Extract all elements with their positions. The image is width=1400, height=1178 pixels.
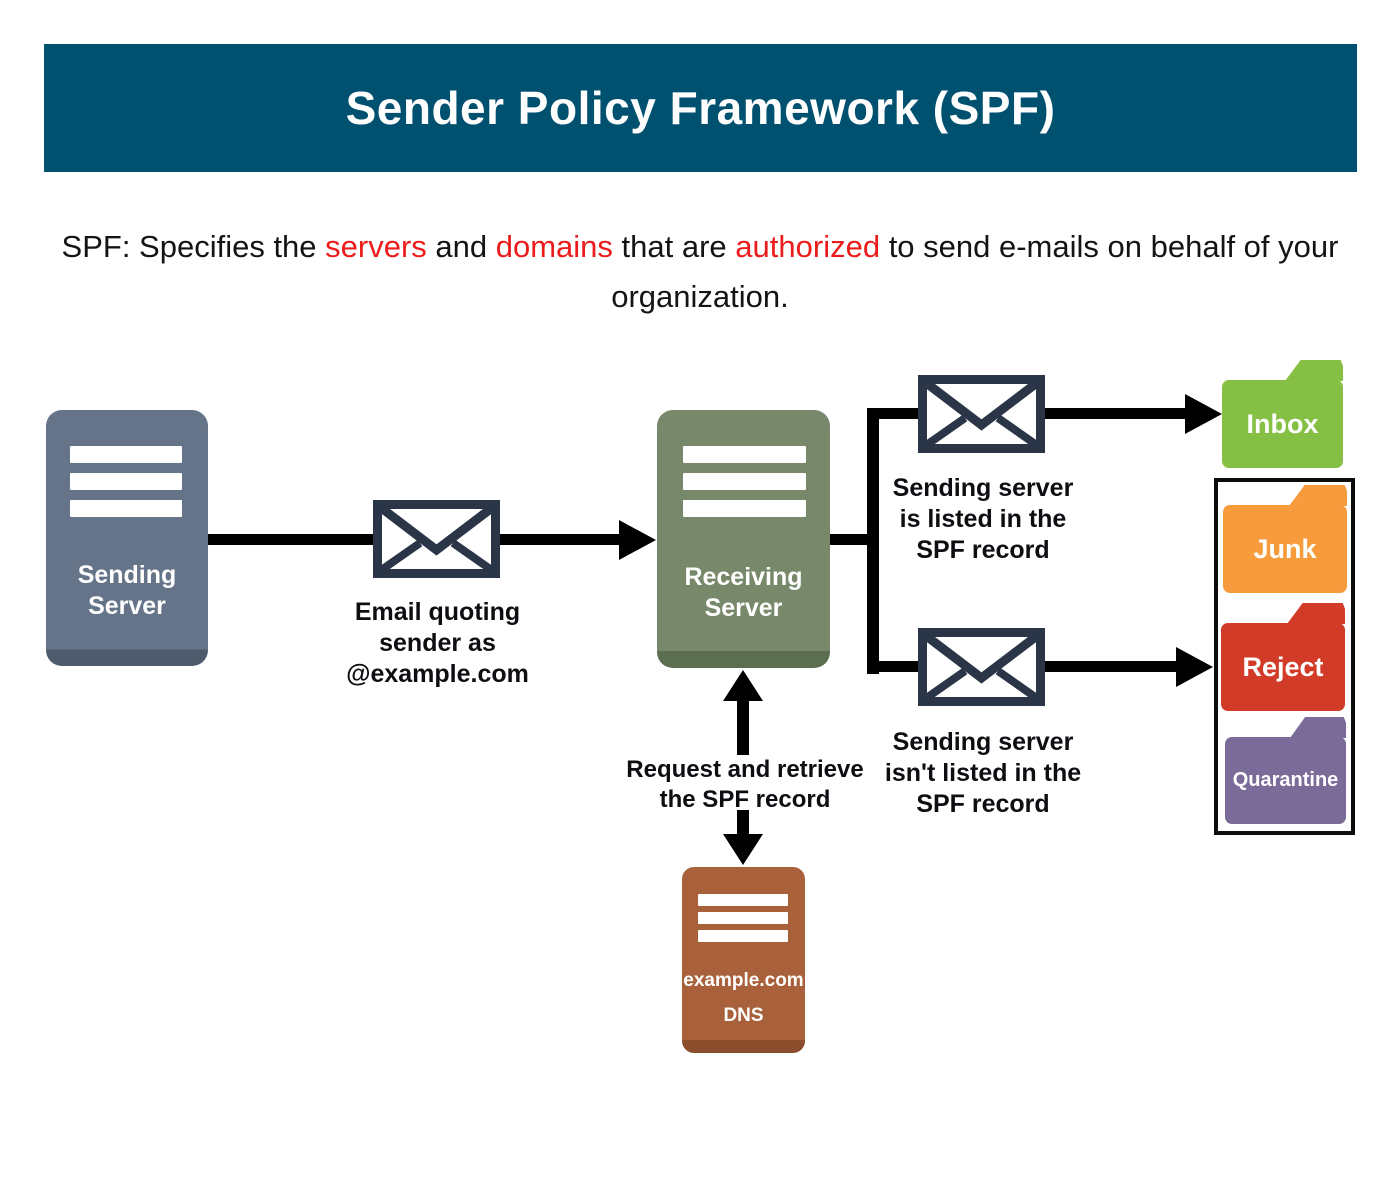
envelope-icon: [918, 628, 1045, 706]
request-spf-note: Request and retrieve the SPF record: [626, 756, 864, 813]
arrowhead-to-reject: [1176, 647, 1213, 687]
spf-description: SPF: Specifies the servers and domains t…: [0, 222, 1400, 322]
folder-tab-icon: [1289, 485, 1347, 506]
subtitle-segment-domains: domains: [495, 229, 613, 264]
line-sending-to-envelope: [208, 534, 380, 545]
line-branch-vertical: [867, 408, 879, 674]
title-bar: Sender Policy Framework (SPF): [44, 44, 1357, 172]
sending-server-box: Sending Server: [46, 410, 208, 666]
server-rack-icon: [698, 894, 788, 948]
line-top-branch-a: [867, 408, 927, 419]
arrowhead-to-dns: [723, 834, 763, 865]
quarantine-folder-label: Quarantine: [1232, 769, 1339, 791]
dns-label: DNS: [723, 1005, 764, 1026]
dns-domain-label: example.com: [683, 970, 804, 991]
envelope-icon: [918, 375, 1045, 453]
subtitle-segment: that are: [612, 229, 736, 264]
server-rack-icon: [70, 446, 182, 527]
junk-folder-label: Junk: [1253, 533, 1317, 564]
subtitle-segment: SPF: Specifies the: [61, 229, 326, 264]
reject-folder: Reject: [1221, 603, 1345, 711]
email-quoting-note: Email quoting sender as @example.com: [346, 598, 529, 688]
line-dns-request-upper: [737, 698, 749, 755]
dns-server-box: example.com DNS: [682, 867, 805, 1053]
quarantine-folder: Quarantine: [1225, 717, 1346, 824]
junk-folder: Junk: [1223, 485, 1347, 593]
arrowhead-to-receiving-bottom: [723, 670, 763, 701]
envelope-icon: [373, 500, 500, 578]
subtitle-segment: and: [426, 229, 496, 264]
subtitle-segment-servers: servers: [325, 229, 427, 264]
line-top-branch-b: [1040, 408, 1188, 419]
folder-tab-icon: [1287, 603, 1345, 624]
page-title: Sender Policy Framework (SPF): [345, 82, 1056, 134]
line-receiving-out: [830, 534, 875, 545]
line-bottom-branch-b: [1040, 661, 1180, 672]
reject-folder-label: Reject: [1242, 651, 1324, 682]
sending-server-label: Sending Server: [77, 561, 177, 620]
folder-tab-icon: [1290, 717, 1346, 738]
arrowhead-to-inbox: [1185, 394, 1222, 434]
listed-note: Sending server is listed in the SPF reco…: [892, 474, 1074, 564]
subtitle-segment-authorized: authorized: [735, 229, 881, 264]
inbox-folder-label: Inbox: [1246, 408, 1319, 439]
line-envelope-to-receiving: [496, 534, 622, 545]
inbox-folder: Inbox: [1222, 360, 1343, 468]
line-bottom-branch-a: [867, 661, 927, 672]
receiving-server-label: Receiving Server: [684, 563, 803, 622]
subtitle-segment: to send e-mails on behalf of your organi…: [611, 229, 1339, 314]
receiving-server-box: Receiving Server: [657, 410, 830, 668]
arrowhead-to-receiving-server: [619, 520, 656, 560]
server-rack-icon: [683, 446, 806, 527]
not-listed-note: Sending server isn't listed in the SPF r…: [884, 728, 1082, 818]
folder-tab-icon: [1285, 360, 1343, 381]
line-dns-request-lower: [737, 810, 749, 838]
